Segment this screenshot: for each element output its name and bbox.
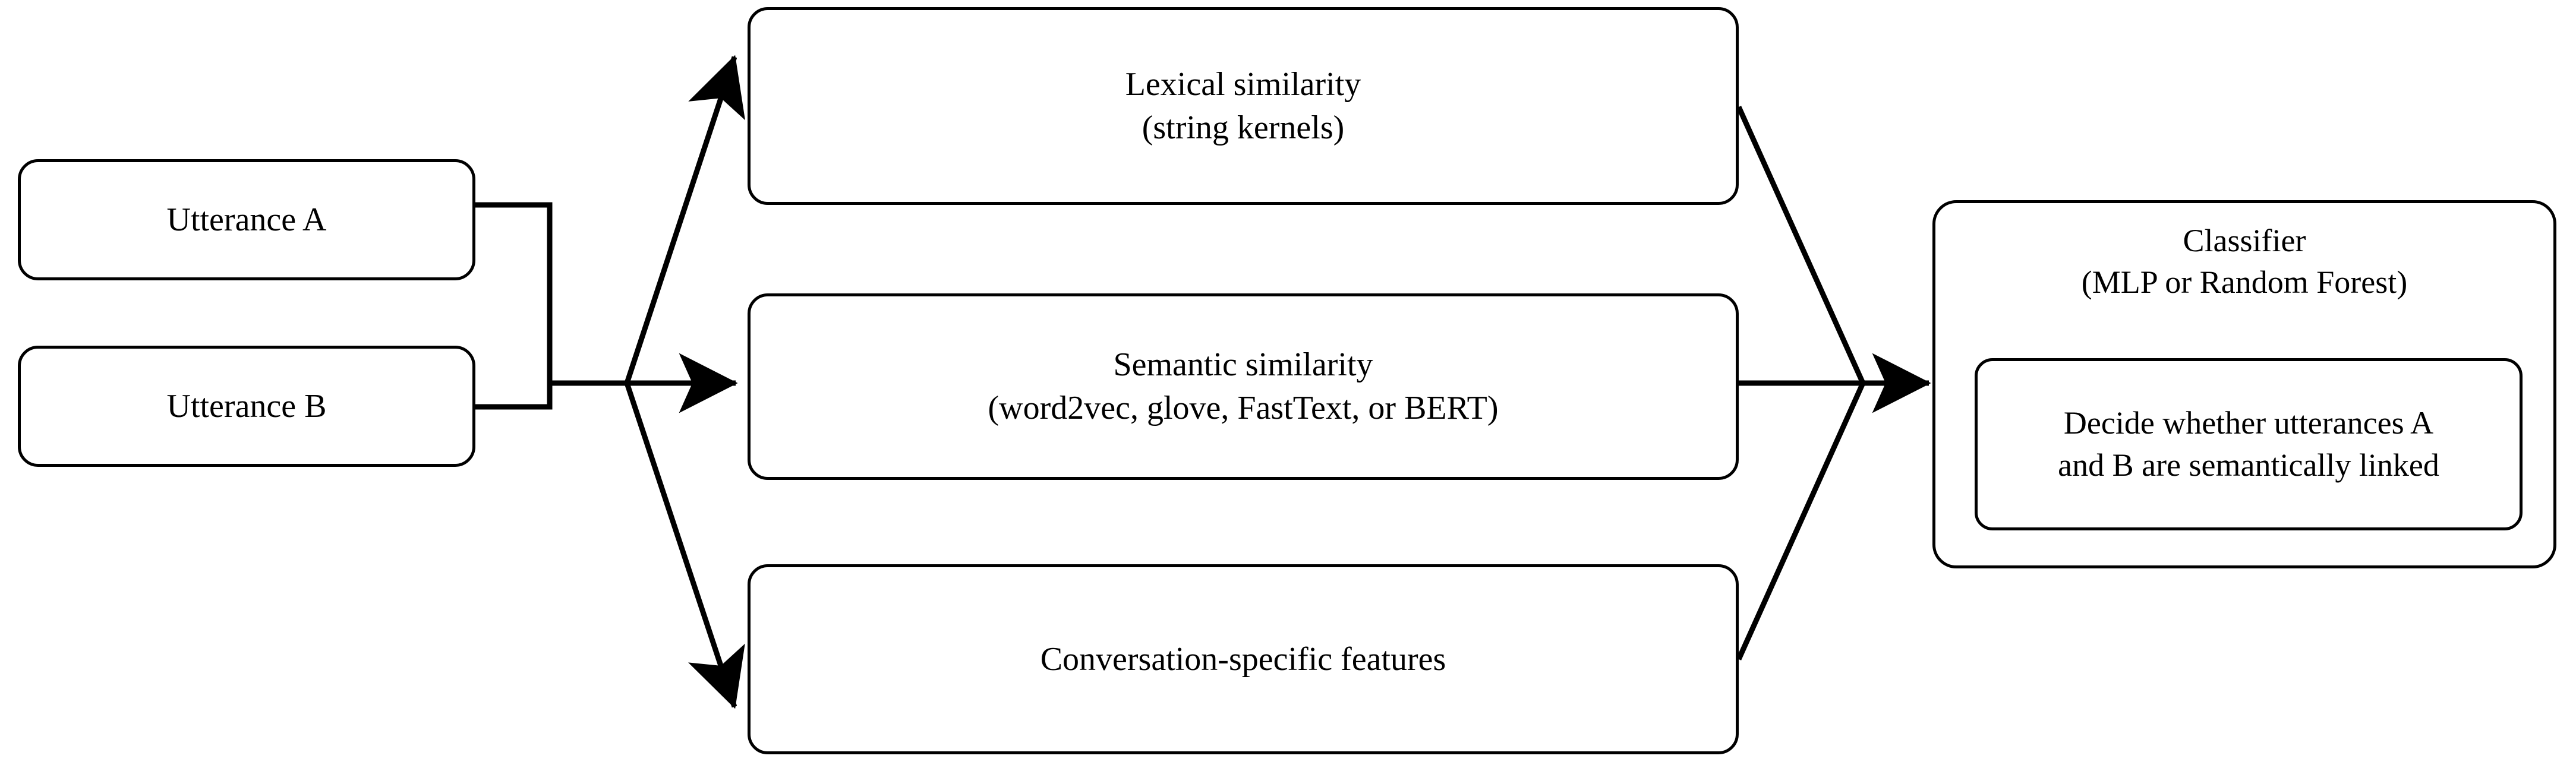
- edge-from-conversation-features: [1736, 382, 1866, 660]
- node-classifier-subtitle: (MLP or Random Forest): [2081, 264, 2408, 301]
- node-lexical-similarity-title: Lexical similarity: [1125, 65, 1361, 103]
- node-semantic-similarity[interactable]: Semantic similarity (word2vec, glove, Fa…: [748, 293, 1739, 480]
- node-conversation-features-title: Conversation-specific features: [1040, 640, 1446, 678]
- node-semantic-similarity-subtitle: (word2vec, glove, FastText, or BERT): [988, 390, 1499, 426]
- edge-from-lexical-similarity: [1736, 106, 1866, 384]
- node-utterance-b-label: Utterance B: [166, 387, 327, 425]
- node-classifier-decision[interactable]: Decide whether utterances A and B are se…: [1975, 358, 2523, 530]
- node-classifier[interactable]: Classifier (MLP or Random Forest) Decide…: [1932, 200, 2556, 568]
- node-lexical-similarity-subtitle: (string kernels): [1142, 109, 1345, 146]
- node-semantic-similarity-title: Semantic similarity: [1113, 346, 1373, 384]
- node-lexical-similarity[interactable]: Lexical similarity (string kernels): [748, 7, 1739, 205]
- node-utterance-b[interactable]: Utterance B: [18, 346, 475, 467]
- edge-to-lexical-similarity: [624, 55, 745, 384]
- node-utterance-a[interactable]: Utterance A: [18, 159, 475, 280]
- node-classifier-title: Classifier: [2183, 223, 2306, 258]
- edge-utterances-bracket: [475, 202, 553, 410]
- node-classifier-decision-line2: and B are semantically linked: [2058, 447, 2439, 483]
- node-classifier-decision-line1: Decide whether utterances A: [2063, 404, 2434, 441]
- node-conversation-features[interactable]: Conversation-specific features: [748, 564, 1739, 754]
- node-utterance-a-label: Utterance A: [166, 201, 327, 238]
- edge-to-conversation-features: [624, 382, 745, 709]
